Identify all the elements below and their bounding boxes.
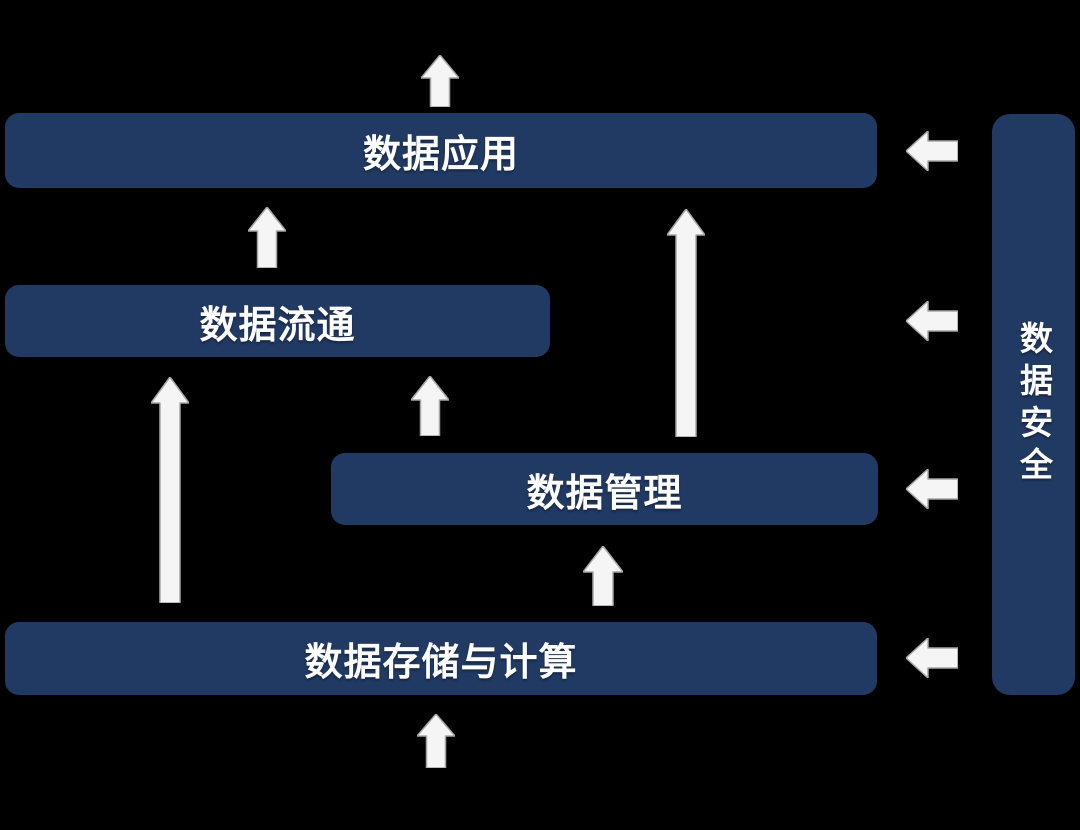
bar-data-security: 数据安全 bbox=[992, 114, 1075, 695]
arrow-application-to-top-icon bbox=[421, 55, 459, 107]
arrow-bottom-to-storage-icon bbox=[417, 714, 455, 768]
arrow-management-to-application-icon bbox=[667, 209, 705, 437]
box-data-management-label: 数据管理 bbox=[526, 472, 683, 515]
arrow-storage-to-circulation-icon bbox=[151, 377, 189, 603]
box-data-storage-computing-label: 数据存储与计算 bbox=[304, 642, 578, 684]
box-data-circulation-label: 数据流通 bbox=[199, 304, 356, 347]
box-data-application: 数据应用 bbox=[5, 113, 877, 188]
arrow-circulation-to-application-icon bbox=[248, 207, 286, 268]
box-data-circulation: 数据流通 bbox=[5, 285, 550, 357]
arrow-storage-to-management-icon bbox=[583, 546, 623, 606]
box-data-application-label: 数据应用 bbox=[362, 134, 519, 176]
box-data-management: 数据管理 bbox=[331, 453, 878, 525]
arrow-security-to-storage-icon bbox=[906, 638, 958, 678]
arrow-security-to-management-icon bbox=[906, 469, 958, 509]
box-data-storage-computing: 数据存储与计算 bbox=[5, 622, 877, 695]
bar-data-security-label: 数据安全 bbox=[1015, 320, 1053, 489]
arrow-security-to-application-icon bbox=[906, 131, 958, 171]
arrow-security-to-circulation-icon bbox=[906, 301, 958, 341]
arrow-management-to-circulation-icon bbox=[411, 376, 449, 436]
